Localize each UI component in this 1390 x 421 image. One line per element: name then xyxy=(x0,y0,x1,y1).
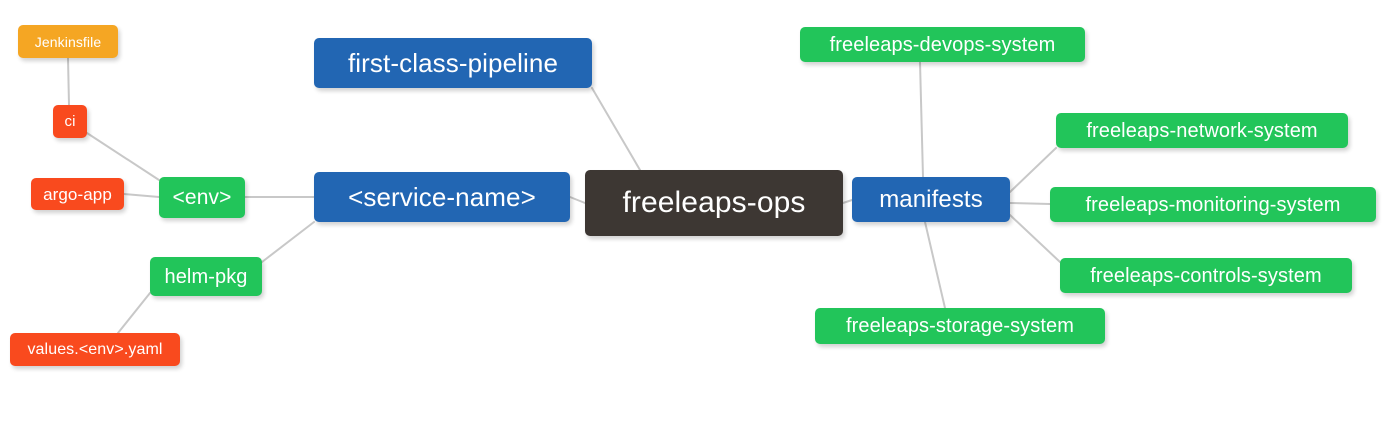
node-label-freeleaps-monitoring-system: freeleaps-monitoring-system xyxy=(1085,193,1341,216)
edge-root-to-service-name xyxy=(569,196,586,204)
edge-manifests-to-freeleaps-devops-system xyxy=(919,61,924,178)
node-values-env-yaml[interactable]: values.<env>.yaml xyxy=(10,333,180,366)
node-first-class-pipeline[interactable]: first-class-pipeline xyxy=(314,38,592,88)
node-freeleaps-storage-system[interactable]: freeleaps-storage-system xyxy=(815,308,1105,344)
edge-root-to-manifests xyxy=(842,199,853,204)
node-label-argo-app: argo-app xyxy=(43,184,112,204)
node-helm-pkg[interactable]: helm-pkg xyxy=(150,257,262,296)
edge-manifests-to-freeleaps-monitoring-system xyxy=(1009,202,1051,205)
edge-env-to-ci xyxy=(86,132,160,181)
node-label-service-name: <service-name> xyxy=(348,182,536,212)
node-argo-app[interactable]: argo-app xyxy=(31,178,124,210)
edge-manifests-to-freeleaps-controls-system xyxy=(1009,214,1061,263)
node-jenkinsfile[interactable]: Jenkinsfile xyxy=(18,25,118,58)
node-root[interactable]: freeleaps-ops xyxy=(585,170,843,236)
edge-manifests-to-freeleaps-storage-system xyxy=(924,221,946,309)
node-freeleaps-controls-system[interactable]: freeleaps-controls-system xyxy=(1060,258,1352,293)
node-label-jenkinsfile: Jenkinsfile xyxy=(34,33,102,50)
node-label-env: <env> xyxy=(172,186,232,209)
node-freeleaps-network-system[interactable]: freeleaps-network-system xyxy=(1056,113,1348,148)
node-ci[interactable]: ci xyxy=(53,105,87,138)
node-label-freeleaps-devops-system: freeleaps-devops-system xyxy=(829,33,1056,56)
node-manifests[interactable]: manifests xyxy=(852,177,1010,222)
edge-env-to-argo-app xyxy=(123,193,160,198)
node-label-root: freeleaps-ops xyxy=(622,186,806,219)
edge-root-to-first-class-pipeline xyxy=(591,87,641,171)
node-label-freeleaps-controls-system: freeleaps-controls-system xyxy=(1090,264,1322,287)
node-env[interactable]: <env> xyxy=(159,177,245,218)
edge-helm-pkg-to-values-env-yaml xyxy=(117,292,151,334)
node-label-first-class-pipeline: first-class-pipeline xyxy=(347,48,559,78)
node-service-name[interactable]: <service-name> xyxy=(314,172,570,222)
node-freeleaps-monitoring-system[interactable]: freeleaps-monitoring-system xyxy=(1050,187,1376,222)
node-freeleaps-devops-system[interactable]: freeleaps-devops-system xyxy=(800,27,1085,62)
node-label-freeleaps-storage-system: freeleaps-storage-system xyxy=(845,315,1075,337)
node-label-freeleaps-network-system: freeleaps-network-system xyxy=(1086,119,1318,142)
node-label-manifests: manifests xyxy=(879,185,983,213)
node-label-helm-pkg: helm-pkg xyxy=(164,265,248,288)
node-label-values-env-yaml: values.<env>.yaml xyxy=(27,340,163,358)
edge-ci-to-jenkinsfile xyxy=(67,57,70,106)
node-label-ci: ci xyxy=(64,113,76,130)
edge-service-name-to-helm-pkg xyxy=(261,221,315,263)
edge-manifests-to-freeleaps-network-system xyxy=(1009,147,1057,193)
